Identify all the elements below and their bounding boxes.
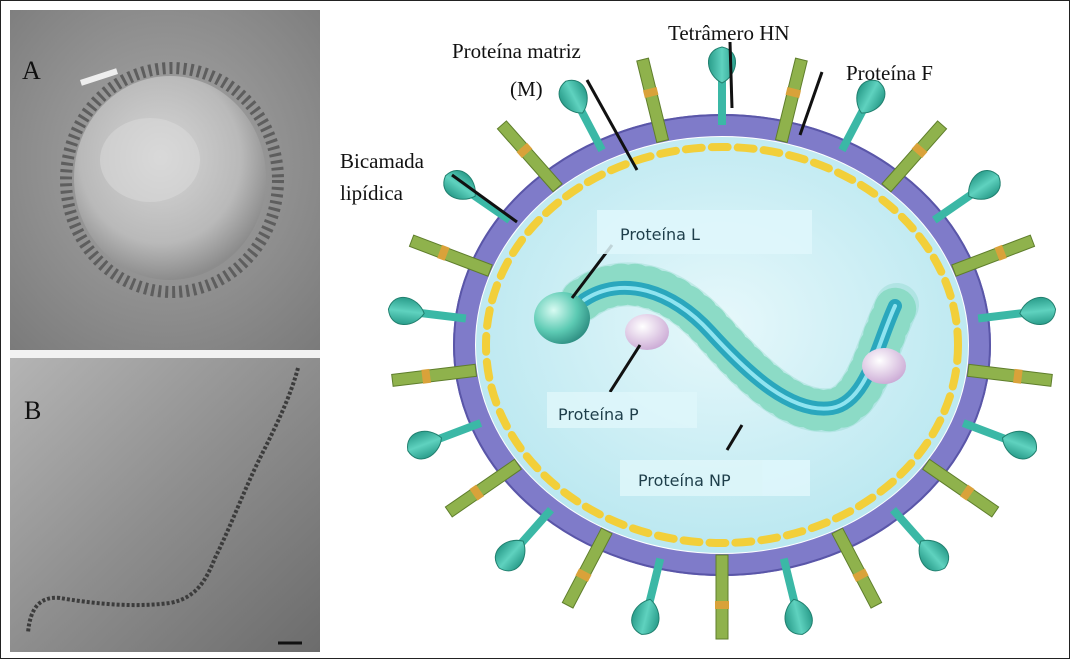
hn-tetramer-spike <box>927 165 1007 232</box>
nucleocapsid-micrograph-image <box>10 358 320 652</box>
micrograph-a: A <box>10 10 320 350</box>
p-protein-left <box>625 314 669 350</box>
micrograph-b: B <box>10 358 320 652</box>
f-protein-spike <box>497 120 563 192</box>
f-protein-spike <box>881 120 947 192</box>
p-protein-right <box>862 348 906 384</box>
virion-micrograph-image <box>10 10 320 350</box>
label-f-protein: Proteína F <box>846 61 933 85</box>
hn-tetramer-spike <box>489 501 561 577</box>
f-protein-spike <box>715 555 729 639</box>
label-lipid-bilayer: Bicamada <box>340 149 425 173</box>
hn-tetramer-spike <box>438 165 518 232</box>
label-np-protein: Proteína NP <box>638 471 731 490</box>
paramyxovirus-structure-diagram: Proteína matriz (M) Tetrâmero HN Proteín… <box>322 0 1068 657</box>
label-matrix-protein: Proteína matriz <box>452 39 581 63</box>
label-lipid-bilayer-2: lipídica <box>340 181 404 205</box>
panel-divider <box>10 350 320 358</box>
f-protein-spike <box>445 458 522 517</box>
label-matrix-protein-abbr: (M) <box>510 77 543 101</box>
hn-tetramer-spike <box>883 501 955 577</box>
f-protein-spike <box>922 458 999 517</box>
panel-label-b: B <box>24 396 41 426</box>
label-hn-tetramer: Tetrâmero HN <box>668 21 790 45</box>
panel-label-a: A <box>22 56 41 86</box>
label-l-protein: Proteína L <box>620 225 700 244</box>
l-protein <box>534 292 590 344</box>
leader-hn <box>730 42 732 108</box>
leader-f <box>800 72 822 135</box>
label-p-protein: Proteína P <box>558 405 639 424</box>
